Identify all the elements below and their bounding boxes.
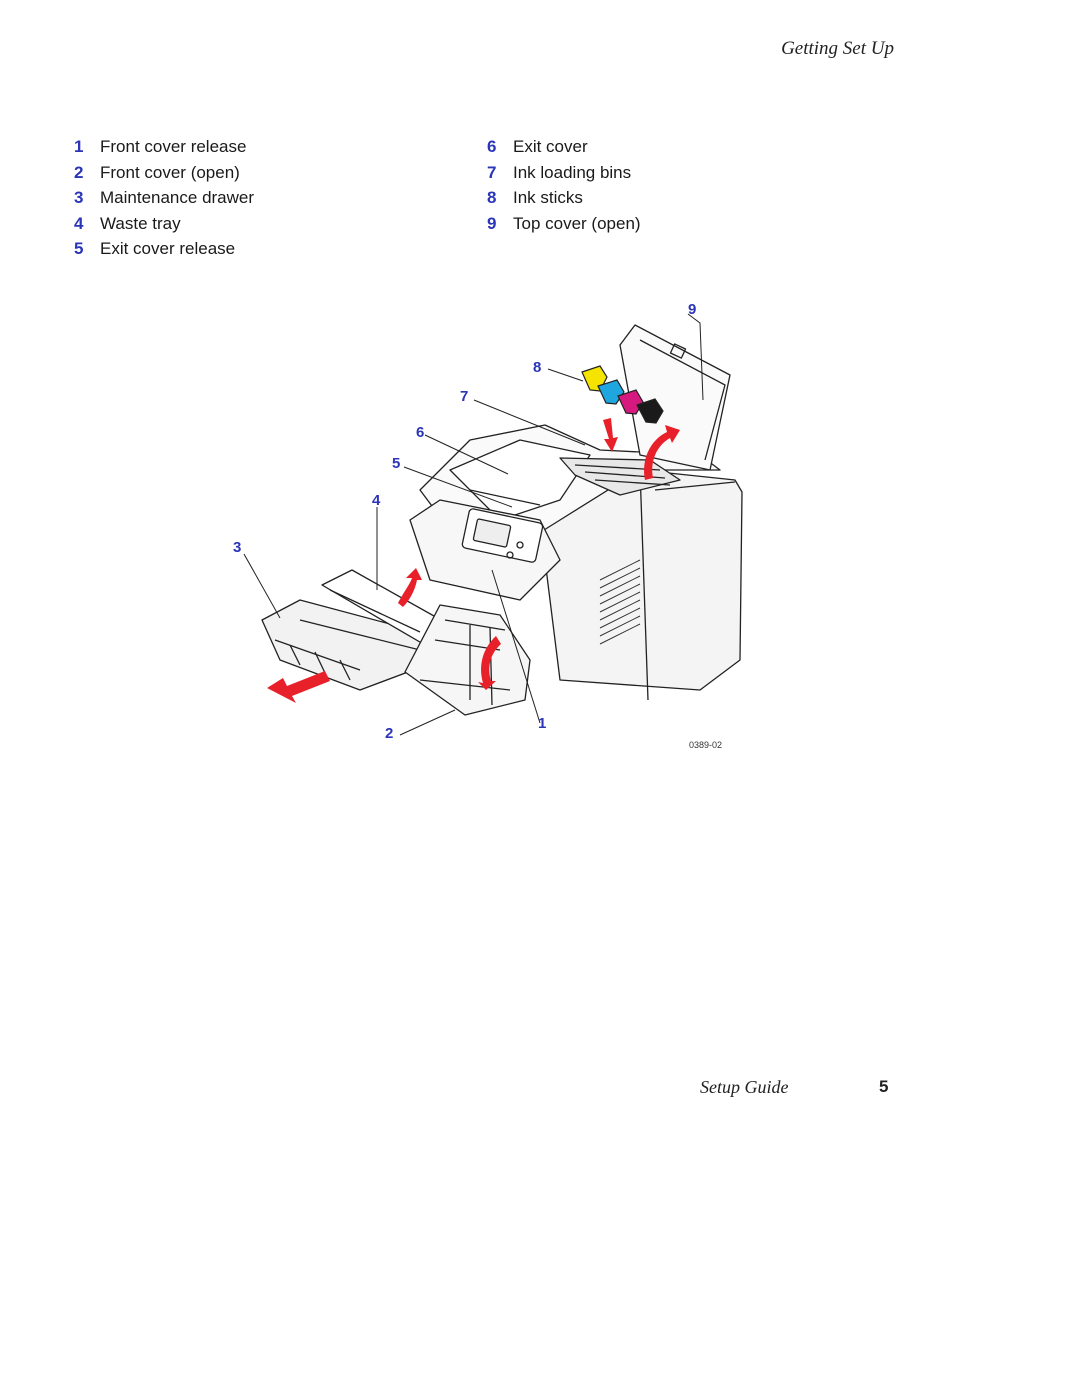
legend-item: 6 Exit cover bbox=[487, 134, 641, 160]
callout-4: 4 bbox=[372, 492, 381, 509]
legend-left: 1 Front cover release 2 Front cover (open)… bbox=[74, 134, 254, 262]
arrow-waste-tray bbox=[398, 568, 422, 607]
legend-number: 3 bbox=[74, 188, 84, 207]
printer-illustration: 9 8 7 6 5 4 3 2 1 0389-02 bbox=[233, 301, 743, 750]
legend-item: 1 Front cover release bbox=[74, 134, 254, 160]
legend-item: 2 Front cover (open) bbox=[74, 160, 254, 186]
legend-item: 4 Waste tray bbox=[74, 211, 254, 237]
arrow-front-cover bbox=[478, 636, 501, 690]
front-cover-open bbox=[404, 604, 531, 716]
legend-number: 7 bbox=[487, 162, 497, 182]
callout-8: 8 bbox=[533, 359, 541, 376]
page-header: Getting Set Up bbox=[781, 38, 894, 59]
ink-stick-black bbox=[636, 398, 664, 424]
arrow-remove-drawer bbox=[267, 671, 330, 703]
legend-item: 9 Top cover (open) bbox=[487, 211, 641, 237]
legend-label: Exit cover release bbox=[100, 239, 236, 258]
legend-item: 8 Ink sticks bbox=[487, 185, 641, 211]
legend-item: 3 Maintenance drawer bbox=[74, 185, 254, 211]
figure-code: 0389-02 bbox=[689, 740, 722, 750]
legend-number: 4 bbox=[74, 213, 84, 233]
ink-sticks bbox=[581, 365, 664, 424]
callout-2: 2 bbox=[385, 725, 393, 742]
legend-item: 7 Ink loading bins bbox=[487, 160, 641, 186]
arrow-top-cover bbox=[644, 425, 680, 480]
legend-label: Top cover (open) bbox=[513, 213, 641, 233]
page-number: 5 bbox=[879, 1077, 889, 1096]
callout-7: 7 bbox=[460, 388, 468, 405]
callout-5: 5 bbox=[392, 455, 400, 472]
callout-9: 9 bbox=[688, 301, 696, 318]
footer-title: Setup Guide bbox=[700, 1077, 789, 1097]
top-cover bbox=[619, 324, 731, 471]
legend-label: Waste tray bbox=[100, 213, 181, 233]
arrow-ink-insert bbox=[603, 418, 618, 452]
legend-number: 2 bbox=[74, 162, 84, 182]
callout-6: 6 bbox=[416, 424, 424, 441]
legend-label: Exit cover bbox=[513, 137, 588, 156]
legend-number: 9 bbox=[487, 213, 497, 233]
legend-label: Maintenance drawer bbox=[100, 188, 255, 207]
callout-3: 3 bbox=[233, 539, 241, 556]
vent-grille bbox=[599, 559, 641, 645]
legend-number: 5 bbox=[74, 239, 84, 258]
callout-1: 1 bbox=[538, 715, 546, 732]
legend-label: Ink loading bins bbox=[513, 162, 632, 182]
legend-number: 1 bbox=[74, 137, 84, 156]
legend-number: 6 bbox=[487, 137, 497, 156]
display-screen bbox=[472, 518, 512, 548]
legend-right: 6 Exit cover 7 Ink loading bins 8 Ink stick… bbox=[487, 134, 641, 236]
legend-label: Ink sticks bbox=[513, 188, 583, 207]
legend-label: Front cover release bbox=[100, 137, 247, 156]
legend-item: 5 Exit cover release bbox=[74, 236, 254, 262]
legend-label: Front cover (open) bbox=[100, 162, 240, 182]
legend-number: 8 bbox=[487, 188, 497, 207]
